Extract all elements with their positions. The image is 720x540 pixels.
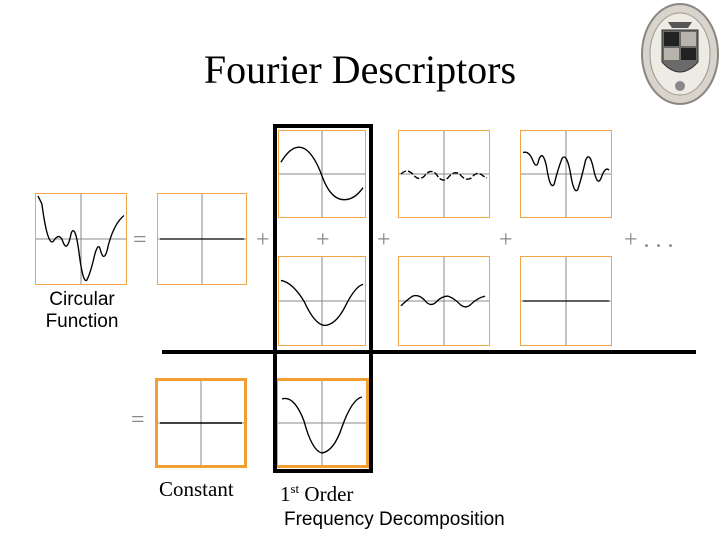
constant-plot-top <box>157 193 247 285</box>
first-order-superscript: st <box>290 481 300 496</box>
first-order-highlight <box>273 124 373 473</box>
first-order-combined-plot <box>275 378 369 468</box>
frequency-decomposition-label: Frequency Decomposition <box>284 509 505 530</box>
constant-label: Constant <box>159 477 234 501</box>
plus-sign: + <box>499 227 513 253</box>
first-order-number: 1 <box>280 482 291 506</box>
plus-sign: + <box>377 227 391 253</box>
second-order-sine-plot <box>398 130 490 218</box>
circular-function-label: Circular Function <box>45 289 119 332</box>
equals-sign: = <box>131 407 145 433</box>
first-order-cosine-plot <box>278 256 366 346</box>
constant-plot-bottom <box>155 378 247 468</box>
third-order-cosine-plot <box>520 256 612 346</box>
university-seal-logo <box>640 2 720 110</box>
first-order-word: Order <box>299 482 354 506</box>
second-order-cosine-plot <box>398 256 490 346</box>
plus-sign: + <box>256 227 270 253</box>
circular-function-plot <box>35 193 127 285</box>
first-order-sine-plot <box>278 130 366 218</box>
equals-sign: = <box>133 227 147 253</box>
third-order-sine-plot <box>520 130 612 218</box>
first-order-label: 1st Order <box>280 477 353 506</box>
plus-ellipsis: + . . . <box>624 227 674 253</box>
plus-sign: + <box>316 227 330 253</box>
separator-line <box>162 350 696 354</box>
slide-title: Fourier Descriptors <box>203 47 517 92</box>
